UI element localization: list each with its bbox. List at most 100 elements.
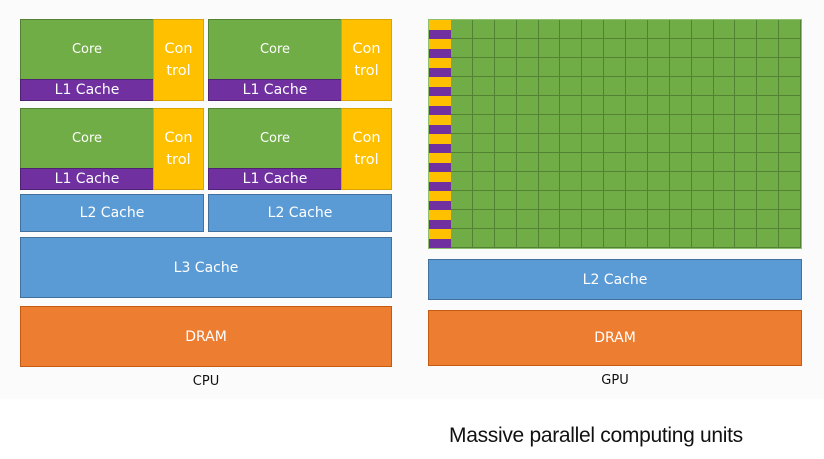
- gpu-core-cell: [669, 96, 692, 115]
- gpu-core-cell: [757, 20, 780, 39]
- gpu-core-cell: [451, 115, 473, 134]
- gpu-core-cell: [669, 210, 692, 229]
- gpu-core-cell: [494, 77, 517, 96]
- gpu-core-cell: [538, 20, 561, 39]
- gpu-core-cell: [713, 191, 736, 210]
- gpu-core-cell: [472, 77, 495, 96]
- gpu-core-cell: [735, 172, 758, 191]
- gpu-core-cell: [626, 172, 648, 191]
- gpu-core-cell: [582, 96, 605, 115]
- gpu-core-cell: [691, 210, 714, 229]
- gpu-core-cell: [604, 153, 626, 172]
- gpu-core-cell: [604, 96, 626, 115]
- gpu-core-cell: [779, 39, 801, 58]
- gpu-control-unit: [429, 210, 451, 220]
- gpu-core-cell: [604, 229, 626, 248]
- gpu-core-cell: [691, 191, 714, 210]
- gpu-dram: DRAM: [428, 310, 802, 366]
- gpu-l1-cache-unit: [429, 29, 451, 39]
- gpu-core-cell: [669, 115, 692, 134]
- cpu-l1-label: L1 Cache: [54, 82, 120, 98]
- gpu-core-cell: [626, 153, 648, 172]
- gpu-core-cell: [494, 20, 517, 39]
- gpu-core-cell: [604, 58, 626, 77]
- gpu-l1-cache-unit: [429, 86, 451, 96]
- gpu-core-cell: [560, 96, 583, 115]
- gpu-l1-cache-unit: [429, 48, 451, 58]
- cpu-control-label-1: Con: [164, 41, 193, 57]
- gpu-core-cell: [516, 191, 539, 210]
- gpu-core-cell: [757, 39, 780, 58]
- gpu-core-grid: [428, 19, 802, 249]
- gpu-control-unit: [429, 77, 451, 87]
- gpu-core-cell: [713, 210, 736, 229]
- gpu-core-cell: [494, 96, 517, 115]
- gpu-core-cell: [472, 134, 495, 153]
- gpu-core-cell: [669, 20, 692, 39]
- gpu-core-cell: [779, 115, 801, 134]
- gpu-core-cell: [451, 134, 473, 153]
- gpu-core-cell: [735, 20, 758, 39]
- gpu-l1-cache-unit: [429, 124, 451, 134]
- gpu-core-cell: [691, 58, 714, 77]
- gpu-core-cell: [472, 191, 495, 210]
- cpu-l1-cache: L1 Cache: [20, 168, 154, 190]
- gpu-l1-cache-unit: [429, 200, 451, 210]
- gpu-core-cell: [472, 229, 495, 248]
- cpu-core-label: Core: [71, 131, 103, 146]
- cpu-l1-cache: L1 Cache: [208, 168, 342, 190]
- gpu-core-cell: [647, 229, 670, 248]
- gpu-core-cell: [626, 134, 648, 153]
- gpu-core-cell: [451, 229, 473, 248]
- gpu-core-cell: [560, 134, 583, 153]
- gpu-core-cell: [472, 210, 495, 229]
- gpu-core-cell: [647, 172, 670, 191]
- gpu-core-cell: [582, 153, 605, 172]
- gpu-core-cell: [691, 39, 714, 58]
- gpu-core-cell: [494, 153, 517, 172]
- gpu-core-cell: [582, 58, 605, 77]
- gpu-core-cell: [494, 191, 517, 210]
- gpu-core-cell: [582, 77, 605, 96]
- cpu-control: Con trol: [153, 108, 204, 190]
- gpu-core-cell: [582, 20, 605, 39]
- gpu-core-cell: [472, 20, 495, 39]
- footer-caption: Massive parallel computing units: [449, 424, 743, 447]
- gpu-core-cell: [626, 115, 648, 134]
- cpu-control-label-1: Con: [352, 130, 381, 146]
- cpu-control: Con trol: [153, 19, 204, 101]
- cpu-core-label: Core: [259, 42, 291, 57]
- gpu-core-cell: [451, 172, 473, 191]
- gpu-core-cell: [735, 77, 758, 96]
- gpu-core-cell: [538, 210, 561, 229]
- gpu-core-cell: [779, 229, 801, 248]
- gpu-core-cell: [538, 58, 561, 77]
- gpu-core-cell: [647, 77, 670, 96]
- gpu-core-cell: [494, 58, 517, 77]
- gpu-l1-cache-unit: [429, 143, 451, 153]
- gpu-core-cell: [516, 134, 539, 153]
- gpu-core-cell: [582, 191, 605, 210]
- gpu-core-cell: [516, 20, 539, 39]
- cpu-control-label-2: trol: [166, 152, 191, 168]
- gpu-core-cell: [779, 96, 801, 115]
- gpu-core-cell: [626, 58, 648, 77]
- gpu-caption: GPU: [601, 373, 629, 388]
- gpu-core-cell: [669, 153, 692, 172]
- cpu-l1-label: L1 Cache: [242, 171, 308, 187]
- gpu-core-cell: [669, 229, 692, 248]
- cpu-control-label-2: trol: [354, 152, 379, 168]
- gpu-core-cell: [604, 172, 626, 191]
- cpu-control: Con trol: [341, 19, 392, 101]
- gpu-core-cell: [560, 153, 583, 172]
- gpu-core-cell: [560, 77, 583, 96]
- gpu-core-cell: [560, 39, 583, 58]
- cpu-l2-cache: L2 Cache: [20, 194, 204, 232]
- gpu-core-cell: [582, 210, 605, 229]
- gpu-control-unit: [429, 39, 451, 49]
- gpu-control-unit: [429, 115, 451, 125]
- gpu-core-cell: [735, 210, 758, 229]
- cpu-core: Core: [208, 108, 342, 169]
- gpu-control-unit: [429, 191, 451, 201]
- gpu-core-cell: [757, 153, 780, 172]
